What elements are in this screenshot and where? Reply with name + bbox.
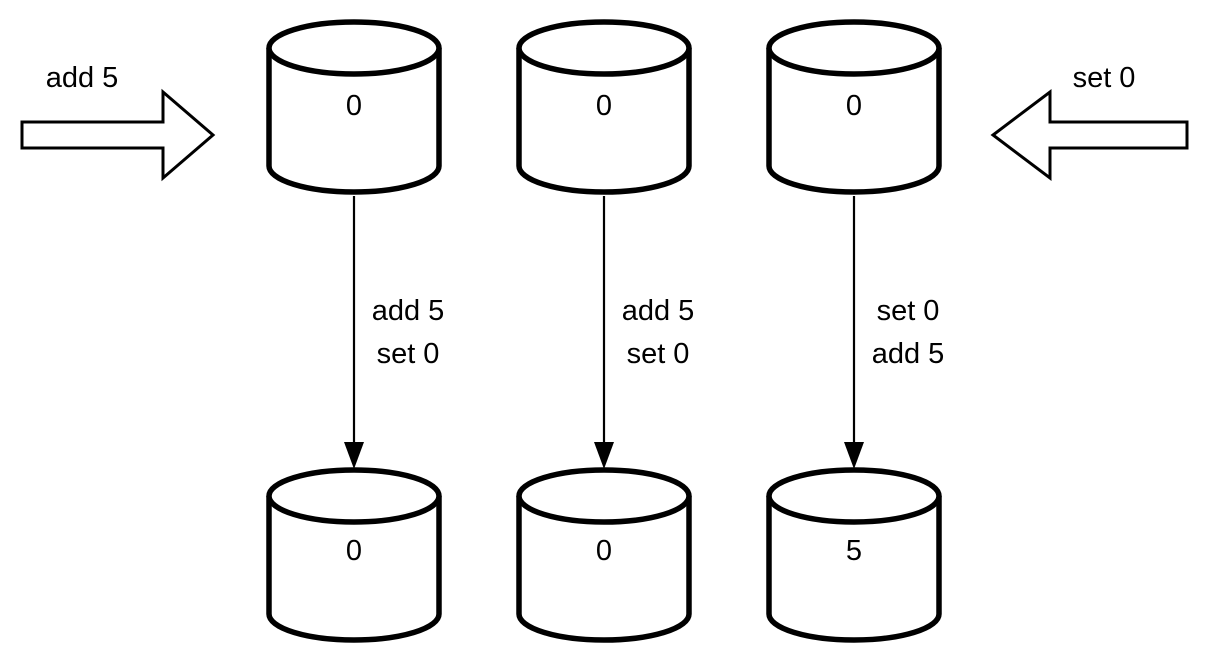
final-value-1: 0 (346, 535, 362, 567)
incoming-operation-right: set 0 (990, 62, 1189, 182)
arrow-down-icon (344, 442, 364, 469)
database-final-3: 5 (766, 467, 942, 643)
initial-value-1: 0 (346, 90, 362, 122)
database-initial-1: 0 (266, 19, 442, 195)
op-order-2-line1: add 5 (622, 295, 695, 327)
incoming-operation-left: add 5 (20, 62, 216, 182)
op-order-2-line2: set 0 (627, 338, 690, 370)
replica-column-3: 0 set 0 add 5 5 (766, 19, 944, 643)
database-initial-3: 0 (766, 19, 942, 195)
replication-arrow-3: set 0 add 5 (844, 196, 944, 469)
op-order-1-line1: add 5 (372, 295, 445, 327)
database-cylinder-top-icon (766, 467, 942, 525)
incoming-right-label: set 0 (1073, 62, 1136, 94)
arrow-down-icon (844, 442, 864, 469)
final-value-2: 0 (596, 535, 612, 567)
arrow-down-icon (594, 442, 614, 469)
block-arrow-left-icon (990, 88, 1189, 182)
database-cylinder-top-icon (266, 467, 442, 525)
op-order-3-line2: add 5 (872, 338, 945, 370)
database-cylinder-icon (766, 48, 942, 195)
replication-arrow-1: add 5 set 0 (344, 196, 444, 469)
incoming-left-label: add 5 (46, 62, 119, 94)
database-cylinder-top-icon (516, 19, 692, 77)
block-arrow-right-icon (20, 88, 216, 182)
op-order-3-line1: set 0 (877, 295, 940, 327)
initial-value-3: 0 (846, 90, 862, 122)
database-initial-2: 0 (516, 19, 692, 195)
final-value-3: 5 (846, 535, 862, 567)
database-cylinder-icon (516, 48, 692, 195)
database-final-2: 0 (516, 467, 692, 643)
database-cylinder-icon (266, 496, 442, 643)
replication-arrow-2: add 5 set 0 (594, 196, 694, 469)
database-cylinder-icon (266, 48, 442, 195)
database-cylinder-top-icon (516, 467, 692, 525)
database-cylinder-top-icon (266, 19, 442, 77)
replica-column-2: 0 add 5 set 0 0 (516, 19, 694, 643)
replica-column-1: 0 add 5 set 0 0 (266, 19, 444, 643)
initial-value-2: 0 (596, 90, 612, 122)
database-final-1: 0 (266, 467, 442, 643)
database-cylinder-icon (516, 496, 692, 643)
op-order-1-line2: set 0 (377, 338, 440, 370)
database-cylinder-icon (766, 496, 942, 643)
database-cylinder-top-icon (766, 19, 942, 77)
